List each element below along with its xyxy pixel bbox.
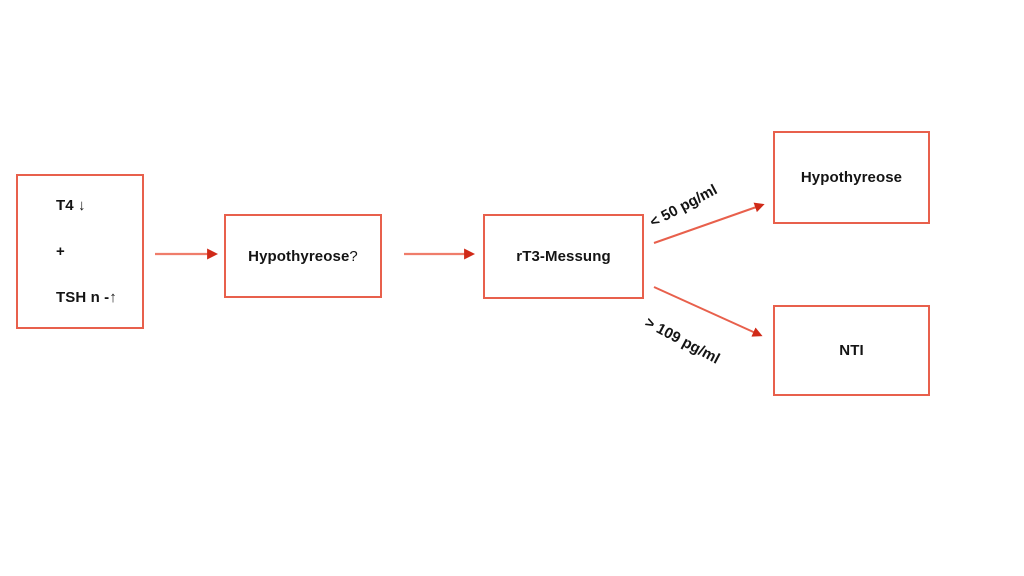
node-initial-line-2: + [56, 243, 65, 260]
node-rt3-label: rT3-Messung [516, 248, 611, 265]
node-outcome-nti[interactable]: NTI [773, 305, 930, 396]
edge-label-rt3-low: < 50 pg/ml [647, 181, 721, 232]
node-outcome-hypothyreose[interactable]: Hypothyreose [773, 131, 930, 224]
node-nti-label: NTI [839, 342, 864, 359]
node-suspect-question-mark: ? [349, 247, 358, 265]
node-initial-line-3: TSH n -↑ [56, 289, 117, 306]
node-initial-findings[interactable]: T4 ↓ + TSH n -↑ [16, 174, 144, 329]
node-initial-line-1: T4 ↓ [56, 197, 86, 214]
node-hypothyreose-label: Hypothyreose [800, 169, 903, 186]
node-rt3-measurement[interactable]: rT3-Messung [483, 214, 644, 299]
node-hypothyreose-question[interactable]: Hypothyreose? [224, 214, 382, 298]
edge-label-rt3-high: > 109 pg/ml [642, 313, 723, 368]
node-suspect-label: Hypothyreose [248, 247, 350, 265]
